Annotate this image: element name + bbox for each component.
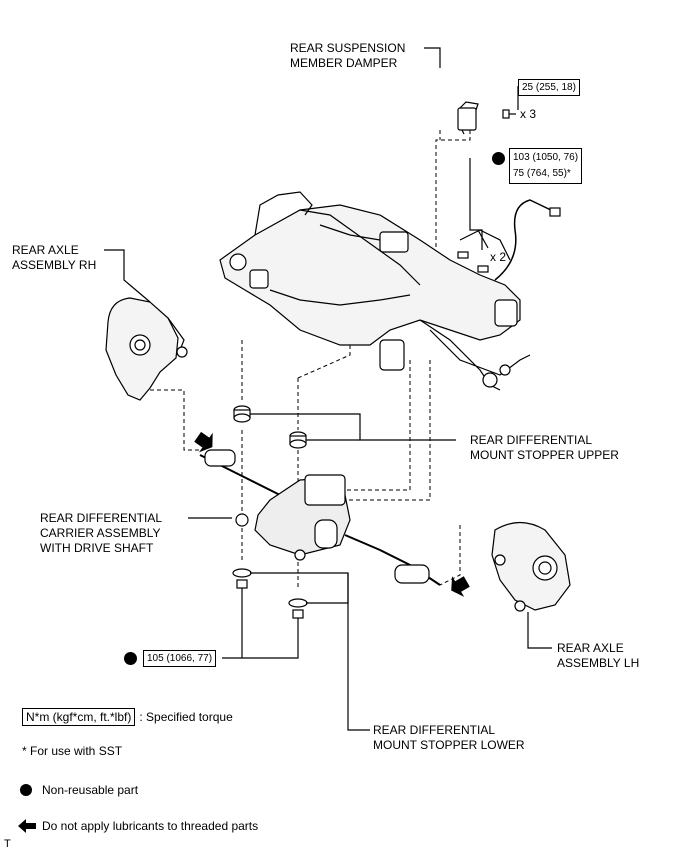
- label-axle-rh: REAR AXLE ASSEMBLY RH: [12, 243, 97, 272]
- legend-arrow: [18, 819, 36, 833]
- legend-non-reusable: Non-reusable part: [20, 783, 138, 797]
- dash-axle-rh: [150, 389, 200, 451]
- stopper-upper-parts: [233, 405, 307, 449]
- dash-carrier-2: [340, 360, 431, 501]
- label-carrier: REAR DIFFERENTIAL CARRIER ASSEMBLY WITH …: [40, 511, 163, 555]
- legend-sst-note: * For use with SST: [22, 744, 123, 758]
- dash-carrier-1: [330, 360, 411, 491]
- damper-part: [457, 101, 479, 135]
- legend-torque-text: : Specified torque: [139, 710, 233, 724]
- stopper-lower-parts: [232, 568, 308, 646]
- torque-member-bolt: 103 (1050, 76) 75 (764, 55)*: [509, 148, 583, 184]
- axle-rh-part: [105, 297, 188, 401]
- arrow-markers: [18, 431, 470, 833]
- label-stopper-upper: REAR DIFFERENTIAL MOUNT STOPPER UPPER: [470, 433, 619, 462]
- label-axle-lh: REAR AXLE ASSEMBLY LH: [557, 641, 640, 670]
- dash-damper: [435, 130, 471, 250]
- leader-stopper-upper: [250, 413, 456, 441]
- axle-lh-part: [491, 521, 571, 612]
- non-reusable-dot-icon: [124, 652, 137, 665]
- qty-member-bolts: x 2: [490, 250, 507, 264]
- label-stopper-lower: REAR DIFFERENTIAL MOUNT STOPPER LOWER: [373, 723, 525, 752]
- torque-member-bolt-2: 75 (764, 55)*: [513, 168, 571, 179]
- qty-damper-bolts: x 3: [520, 107, 537, 121]
- torque-damper-bolt: 25 (255, 18): [518, 79, 580, 96]
- legend-torque: N*m (kgf*cm, ft.*lbf) : Specified torque: [22, 708, 233, 726]
- legend-torque-box: N*m (kgf*cm, ft.*lbf): [22, 708, 136, 726]
- member-bolts: [457, 158, 489, 273]
- non-reusable-dot-icon: [492, 152, 505, 165]
- leader-axle-lh: [527, 612, 552, 649]
- legend-non-reusable-text: Non-reusable part: [42, 783, 139, 797]
- carrier-part: [199, 449, 441, 586]
- corner-mark: T: [4, 838, 11, 850]
- leader-damper: [424, 47, 441, 68]
- leader-stopper-bolt: [222, 646, 299, 659]
- torque-stopper-bolt: 105 (1066, 77): [143, 650, 217, 667]
- legend-no-lubricant: Do not apply lubricants to threaded part…: [42, 819, 259, 833]
- torque-member-bolt-1: 103 (1050, 76): [513, 152, 579, 163]
- non-reusable-dot-icon: [20, 784, 32, 796]
- suspension-member: [219, 191, 561, 391]
- leader-axle-rh: [104, 249, 151, 303]
- dash-axle-lh: [439, 525, 461, 586]
- label-suspension-damper: REAR SUSPENSION MEMBER DAMPER: [290, 41, 406, 70]
- leader-stopper-lower: [347, 573, 370, 731]
